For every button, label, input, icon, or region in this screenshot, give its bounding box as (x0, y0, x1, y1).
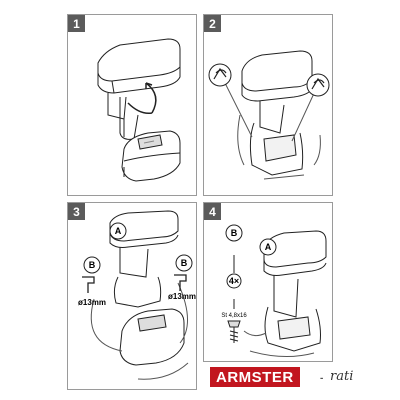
step-2-panel: 2 (203, 14, 333, 196)
screw-spec: St 4,8x16 (221, 313, 247, 319)
callout-b-right: B (181, 258, 188, 268)
brand-logo: ARMSTER - rati (210, 367, 390, 387)
dimension-left: ø13mm (78, 298, 106, 307)
step-2-illustration (208, 50, 330, 180)
brand-separator: - (320, 373, 324, 384)
callout-b-left: B (89, 260, 96, 270)
step-4-illustration: B A 4× St 4,8x16 (221, 224, 327, 358)
step-1-illustration (97, 38, 181, 182)
callout-a: A (265, 242, 272, 252)
callout-b: B (231, 228, 238, 238)
dimension-right: ø13mm (168, 292, 196, 301)
brand-subname: rati (330, 369, 354, 384)
step-1-badge: 1 (68, 15, 85, 32)
step-2-badge: 2 (204, 15, 221, 32)
screw-quantity: 4× (229, 276, 239, 286)
step-3-illustration: A B B ø13mm ø13mm (78, 210, 196, 380)
step-1-panel: 1 (67, 14, 197, 196)
step-3-panel: 3 A B B ø13mm ø13mm (67, 202, 197, 390)
step-4-panel: 4 B A 4× St 4,8x16 (203, 202, 333, 362)
step-4-badge: 4 (204, 203, 221, 220)
step-3-badge: 3 (68, 203, 85, 220)
brand-name: ARMSTER (210, 367, 300, 387)
callout-a: A (115, 226, 122, 236)
